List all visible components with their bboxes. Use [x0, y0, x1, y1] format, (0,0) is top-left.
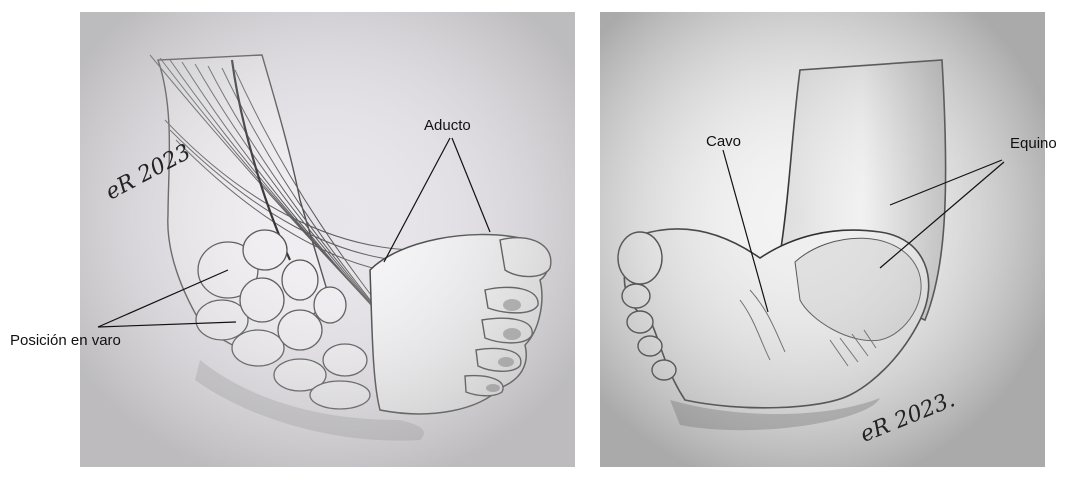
label-adducto: Aducto — [424, 118, 471, 133]
right-vignette — [600, 12, 1045, 467]
right-foot-drawing — [600, 12, 1045, 467]
left-vignette — [80, 12, 575, 467]
label-equino: Equino — [1010, 136, 1057, 151]
left-foot-drawing — [80, 12, 575, 467]
label-posicion-varo: Posición en varo — [10, 333, 121, 348]
label-cavo: Cavo — [706, 134, 741, 149]
